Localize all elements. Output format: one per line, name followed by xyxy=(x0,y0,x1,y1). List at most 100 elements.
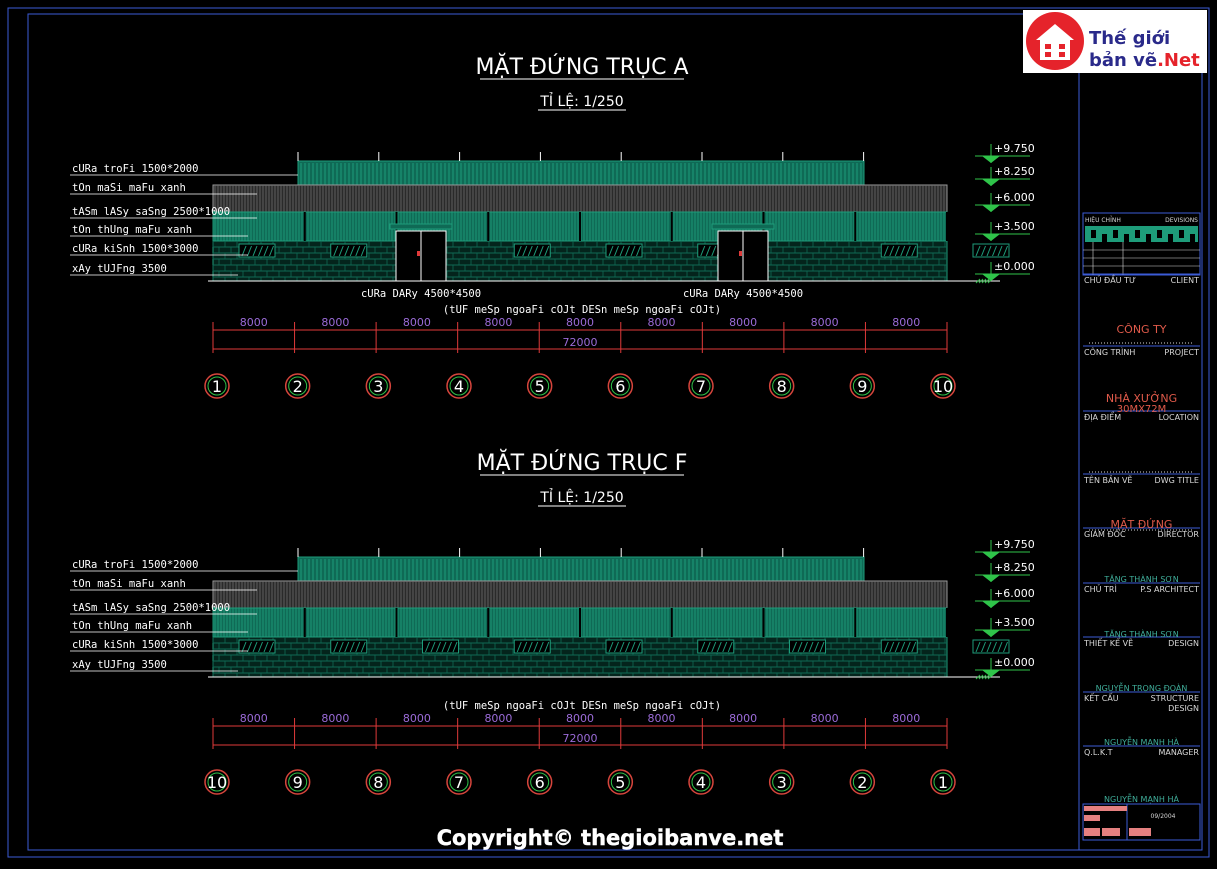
grid-axis-bubble xyxy=(768,769,795,795)
span-dimension: 8000 xyxy=(321,712,349,725)
material-label: xAy tUJFng 3500 xyxy=(72,659,167,671)
window-hatch xyxy=(608,641,614,653)
grid-axis-ring xyxy=(610,772,630,792)
window-hatch xyxy=(997,641,1003,653)
total-dimension: 72000 xyxy=(563,336,598,349)
span-dimension: 8000 xyxy=(403,316,431,329)
door-canopy xyxy=(389,223,453,230)
revision-gap xyxy=(1168,234,1173,242)
window-hatch xyxy=(911,245,917,257)
window-hatch xyxy=(544,245,550,257)
grid-axis-ring xyxy=(852,772,872,792)
window-hatch xyxy=(360,245,366,257)
window-hatch xyxy=(333,641,339,653)
window-hatch xyxy=(711,641,717,653)
signatory-name: TĂNG THÀNH SƠN xyxy=(1103,573,1178,584)
grid-axis-bubble xyxy=(930,373,956,399)
span-dimension: 8000 xyxy=(648,316,676,329)
project-value: NHÀ XƯỞNG xyxy=(1106,391,1177,405)
grid-axis-bubble xyxy=(365,373,392,399)
grid-axis-ring xyxy=(449,772,469,792)
window-hatch xyxy=(360,641,366,653)
revision-gap xyxy=(1102,234,1107,242)
window-hatch xyxy=(975,641,981,653)
revision-label: HIỆU CHỈNH xyxy=(1085,216,1121,224)
stamp-box xyxy=(1082,803,1201,841)
stamp-block xyxy=(1084,828,1100,836)
span-dimension: 8000 xyxy=(729,316,757,329)
window-hatch xyxy=(975,245,981,257)
level-value: ±0.000 xyxy=(994,260,1035,273)
grid-axis-bubble xyxy=(204,769,230,795)
grid-axis-bubble xyxy=(526,373,553,399)
stamp-block xyxy=(1129,828,1151,836)
window-hatch xyxy=(700,641,706,653)
elevation-title: MẶT ĐỨNG TRỤC F xyxy=(477,449,688,476)
material-label: xAy tUJFng 3500 xyxy=(72,263,167,275)
grid-axis-label: 7 xyxy=(696,377,706,396)
window-hatch xyxy=(619,245,625,257)
level-value: +6.000 xyxy=(994,587,1035,600)
grid-axis-ring xyxy=(449,376,469,396)
window-hatch xyxy=(344,641,350,653)
grid-axis-ring xyxy=(691,772,711,792)
ground-hatch xyxy=(987,674,993,680)
ground-hatch xyxy=(984,278,990,284)
grid-axis-bubble xyxy=(849,373,876,399)
level-value: ±0.000 xyxy=(994,656,1035,669)
grid-axis-label: 10 xyxy=(207,773,227,792)
window-hatch xyxy=(447,641,452,653)
ground-hatch xyxy=(975,674,981,680)
window-hatch xyxy=(625,641,630,653)
level-value: +8.250 xyxy=(994,165,1035,178)
window-hatch xyxy=(522,245,528,257)
signatory-name: NGUYỄN MẠNH HÀ xyxy=(1104,735,1179,748)
window-hatch xyxy=(889,245,895,257)
grid-axis-label: 6 xyxy=(615,377,625,396)
window-hatch xyxy=(252,641,258,653)
grid-axis-ring xyxy=(772,376,792,396)
grid-axis-bubble xyxy=(930,769,956,795)
window-hatch xyxy=(1003,641,1008,653)
window-hatch xyxy=(808,641,814,653)
window-hatch xyxy=(900,641,906,653)
window-hatch xyxy=(516,245,522,257)
window-hatch xyxy=(883,641,889,653)
window-hatch xyxy=(992,245,997,257)
window-hatch xyxy=(436,641,441,653)
ground-hatch xyxy=(981,278,987,284)
level-value: +8.250 xyxy=(994,561,1035,574)
logo-line1: Thế giới xyxy=(1089,28,1170,49)
ground-hatch xyxy=(987,278,993,284)
window-hatch xyxy=(349,245,355,257)
copyright-watermark: Copyright© thegioibanve.net xyxy=(437,826,784,850)
titleblock-field-vn: TÊN BẢN VẼ xyxy=(1083,474,1132,485)
outer-frame xyxy=(7,7,1210,858)
grid-axis-label: 10 xyxy=(933,377,953,396)
grid-axis-ring xyxy=(530,772,550,792)
grid-axis-label: 9 xyxy=(857,377,867,396)
span-dimension: 8000 xyxy=(729,712,757,725)
door-handle xyxy=(417,251,420,256)
titleblock-field-en: PROJECT xyxy=(1164,348,1199,357)
level-value: +3.500 xyxy=(994,616,1035,629)
revision-gap xyxy=(1157,230,1162,238)
window-hatch xyxy=(263,245,269,257)
grid-axis-label: 4 xyxy=(454,377,464,396)
grid-axis-ring xyxy=(610,376,630,396)
material-label: tASm lASy saSng 2500*1000 xyxy=(72,206,230,218)
elevation-note: (tUF meSp ngoaFi cOJt DESn meSp ngoaFi c… xyxy=(443,304,721,316)
grid-axis-ring xyxy=(368,772,388,792)
grid-axis-ring xyxy=(207,376,227,396)
span-dimension: 8000 xyxy=(648,712,676,725)
titleblock-field-en: DESIGN xyxy=(1168,639,1199,648)
material-label: tOn maSi maFu xanh xyxy=(72,182,186,194)
elevation-note: (tUF meSp ngoaFi cOJt DESn meSp ngoaFi c… xyxy=(443,700,721,712)
titleblock-field-vn: KẾT CẤU xyxy=(1084,692,1119,703)
span-dimension: 8000 xyxy=(403,712,431,725)
window-hatch xyxy=(452,641,458,653)
window-hatch xyxy=(819,641,825,653)
